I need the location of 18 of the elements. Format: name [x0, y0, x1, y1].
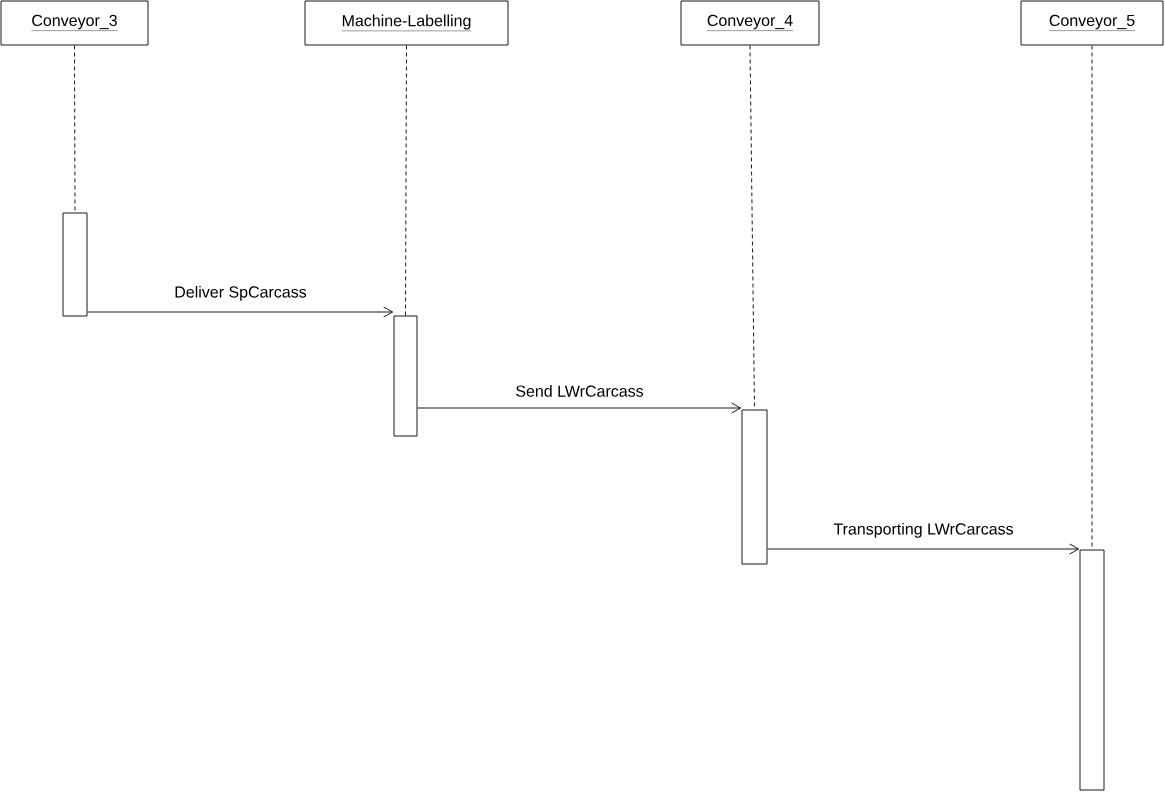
- lifeline-header: Conveyor_4: [680, 0, 820, 46]
- message-arrow: [767, 543, 1080, 555]
- lifeline: [405, 45, 407, 316]
- activation-bar: [1079, 549, 1105, 791]
- lifeline-header: Conveyor_5: [1020, 0, 1164, 46]
- activation-bar: [62, 212, 88, 317]
- edge-label: Transporting LWrCarcass: [832, 521, 1015, 539]
- lifeline-header: Machine-Labelling: [304, 0, 509, 46]
- message-arrow: [417, 402, 742, 414]
- message-arrow: [87, 306, 394, 318]
- edge-label: Send LWrCarcass: [514, 384, 645, 398]
- activation-bar: [741, 409, 768, 565]
- lifeline: [1091, 45, 1093, 550]
- lifeline: [749, 45, 755, 410]
- activation-bar: [393, 315, 418, 437]
- lifeline: [74, 45, 76, 213]
- edge-label: Deliver SpCarcass: [173, 284, 308, 302]
- lifeline-header: Conveyor_3: [0, 0, 149, 46]
